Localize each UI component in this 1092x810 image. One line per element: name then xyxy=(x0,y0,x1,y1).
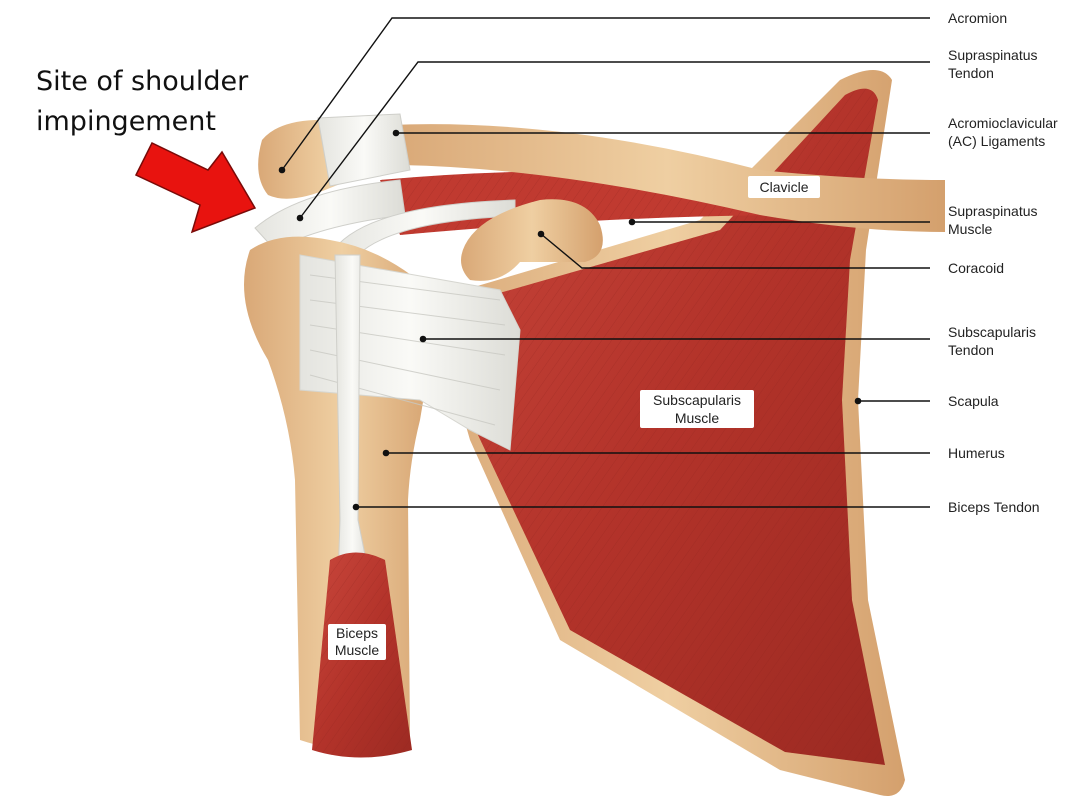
label-acromion: Acromion xyxy=(948,10,1007,26)
impingement-arrow-icon xyxy=(136,143,255,232)
label-subscapularis-muscle-line2: Muscle xyxy=(675,410,720,426)
label-coracoid: Coracoid xyxy=(948,260,1004,276)
label-biceps-tendon: Biceps Tendon xyxy=(948,499,1040,515)
label-subscapularis-tendon-line2: Tendon xyxy=(948,342,994,358)
label-supraspinatus-muscle-line1: Supraspinatus xyxy=(948,203,1038,219)
label-humerus: Humerus xyxy=(948,445,1005,461)
label-scapula: Scapula xyxy=(948,393,999,409)
label-subscapularis-muscle-line1: Subscapularis xyxy=(653,392,741,408)
label-ac-ligaments-line1: Acromioclavicular xyxy=(948,115,1058,131)
label-subscapularis-tendon-line1: Subscapularis xyxy=(948,324,1036,340)
label-biceps-muscle-line2: Muscle xyxy=(335,642,380,658)
label-supraspinatus-muscle-line2: Muscle xyxy=(948,221,993,237)
label-biceps-muscle-line1: Biceps xyxy=(336,625,378,641)
impingement-caption: Site of shoulder impingement xyxy=(36,62,248,142)
label-supraspinatus-tendon-line1: Supraspinatus xyxy=(948,47,1038,63)
label-ac-ligaments-line2: (AC) Ligaments xyxy=(948,133,1045,149)
label-supraspinatus-tendon-line2: Tendon xyxy=(948,65,994,81)
caption-line2: impingement xyxy=(36,102,248,142)
caption-line1: Site of shoulder xyxy=(36,62,248,102)
label-clavicle: Clavicle xyxy=(759,179,808,195)
